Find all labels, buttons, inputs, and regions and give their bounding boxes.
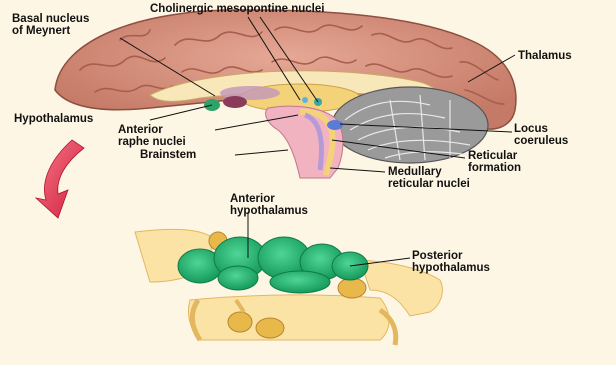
red-curved-arrow [36, 140, 84, 218]
label-anterior-hypothalamus: Anterior hypothalamus [230, 193, 308, 217]
label-thalamus: Thalamus [518, 50, 572, 62]
label-basal-nucleus: Basal nucleus of Meynert [12, 13, 89, 37]
label-medullary-reticular: Medullary reticular nuclei [388, 166, 470, 190]
label-cholinergic-nuclei: Cholinergic mesopontine nuclei [150, 3, 324, 15]
label-anterior-raphe: Anterior raphe nuclei [118, 124, 186, 148]
label-brainstem: Brainstem [140, 149, 196, 161]
label-hypothalamus: Hypothalamus [14, 113, 93, 125]
label-reticular-formation: Reticular formation [468, 150, 521, 174]
label-locus-coeruleus: Locus coeruleus [514, 123, 568, 147]
label-posterior-hypothalamus: Posterior hypothalamus [412, 250, 490, 274]
